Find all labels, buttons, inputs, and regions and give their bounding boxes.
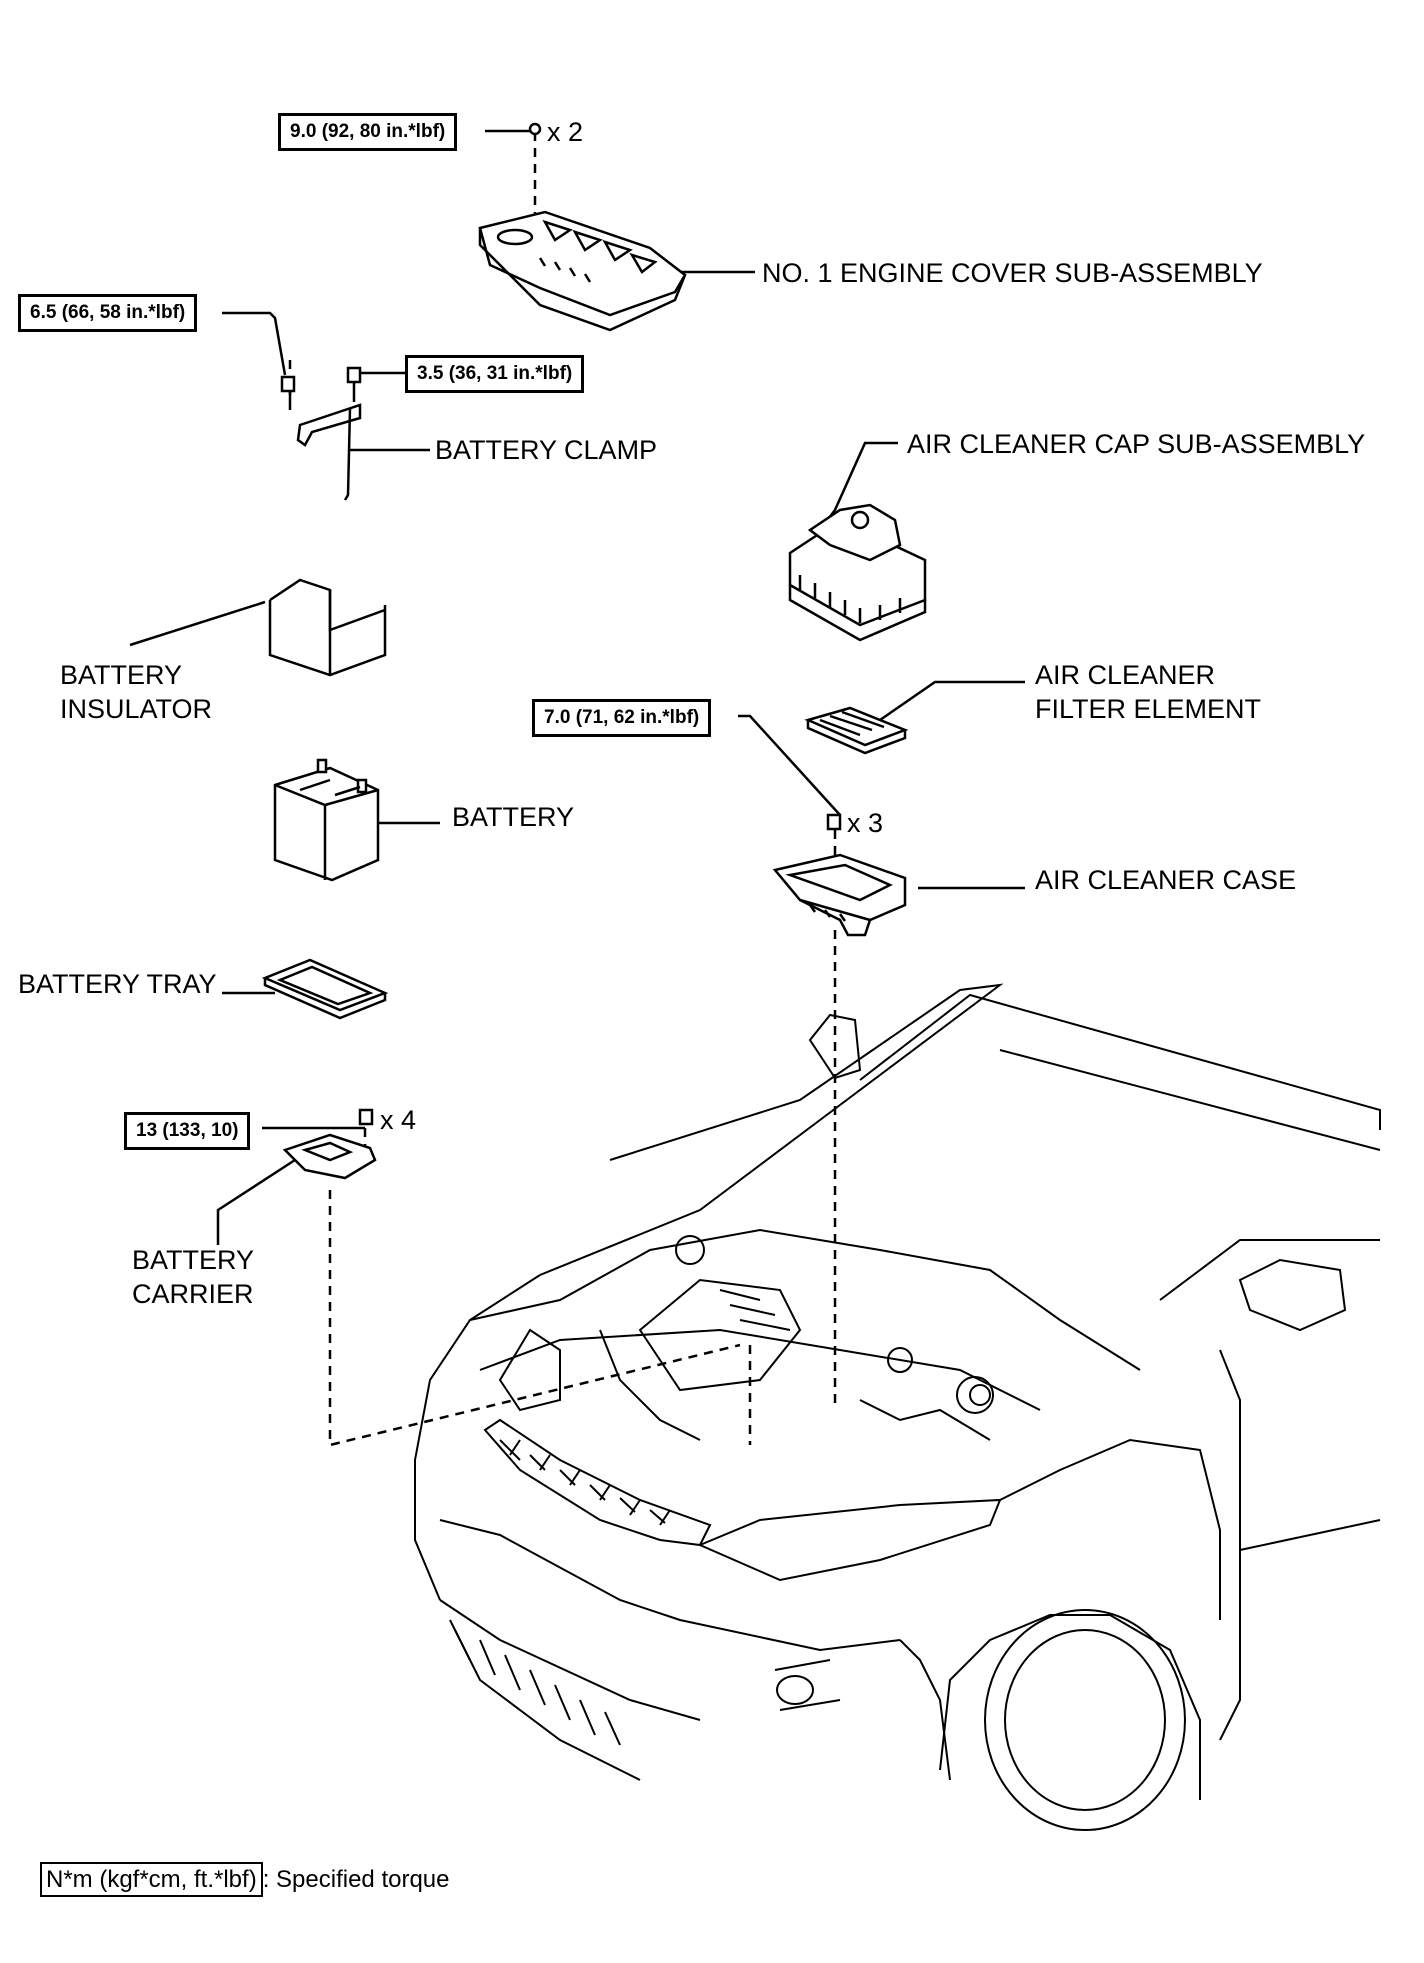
torque-air-cleaner-case: 7.0 (71, 62 in.*lbf) (532, 699, 712, 737)
label-battery-tray: BATTERY TRAY (18, 969, 217, 999)
qty-battery-carrier: x 4 (380, 1105, 417, 1135)
label-air-cleaner-filter-line2: FILTER ELEMENT (1035, 694, 1262, 724)
air-cleaner-filter-drawing (804, 706, 909, 755)
battery-clamp-drawing (280, 366, 362, 501)
engine-cover-drawing (478, 122, 687, 332)
qty-air-cleaner-case: x 3 (847, 808, 884, 838)
label-air-cleaner-cap: AIR CLEANER CAP SUB-ASSEMBLY (907, 429, 1366, 459)
label-air-cleaner-filter-line1: AIR CLEANER (1035, 660, 1216, 690)
torque-engine-cover: 9.0 (92, 80 in.*lbf) (278, 113, 458, 151)
air-cleaner-cap-drawing (788, 503, 927, 642)
label-battery: BATTERY (452, 802, 575, 832)
battery-carrier-drawing (282, 1108, 377, 1180)
battery-tray-drawing (261, 958, 389, 1020)
label-air-cleaner-case: AIR CLEANER CASE (1035, 865, 1297, 895)
qty-engine-cover: x 2 (547, 117, 584, 147)
air-cleaner-case-drawing (772, 813, 907, 937)
label-battery-insulator-line1: BATTERY (60, 660, 183, 690)
leader-lines (129, 129, 1025, 1245)
legend-unit-box: N*m (kgf*cm, ft.*lbf) (40, 1862, 263, 1897)
torque-battery-carrier: 13 (133, 10) (124, 1112, 251, 1150)
label-battery-clamp: BATTERY CLAMP (435, 435, 658, 465)
label-engine-cover: NO. 1 ENGINE COVER SUB-ASSEMBLY (762, 258, 1263, 288)
label-battery-insulator-line2: INSULATOR (60, 694, 213, 724)
vehicle-drawing (414, 983, 1381, 1831)
torque-legend: N*m (kgf*cm, ft.*lbf): Specified torque (40, 1862, 450, 1897)
label-battery-carrier-line2: CARRIER (132, 1279, 254, 1309)
torque-battery-clamp-bolt: 6.5 (66, 58 in.*lbf) (18, 294, 198, 332)
battery-insulator-drawing (268, 578, 387, 677)
battery-drawing (273, 758, 380, 882)
torque-battery-clamp-nut: 3.5 (36, 31 in.*lbf) (405, 355, 585, 393)
label-battery-carrier-line1: BATTERY (132, 1245, 255, 1275)
legend-text: : Specified torque (262, 1866, 450, 1893)
